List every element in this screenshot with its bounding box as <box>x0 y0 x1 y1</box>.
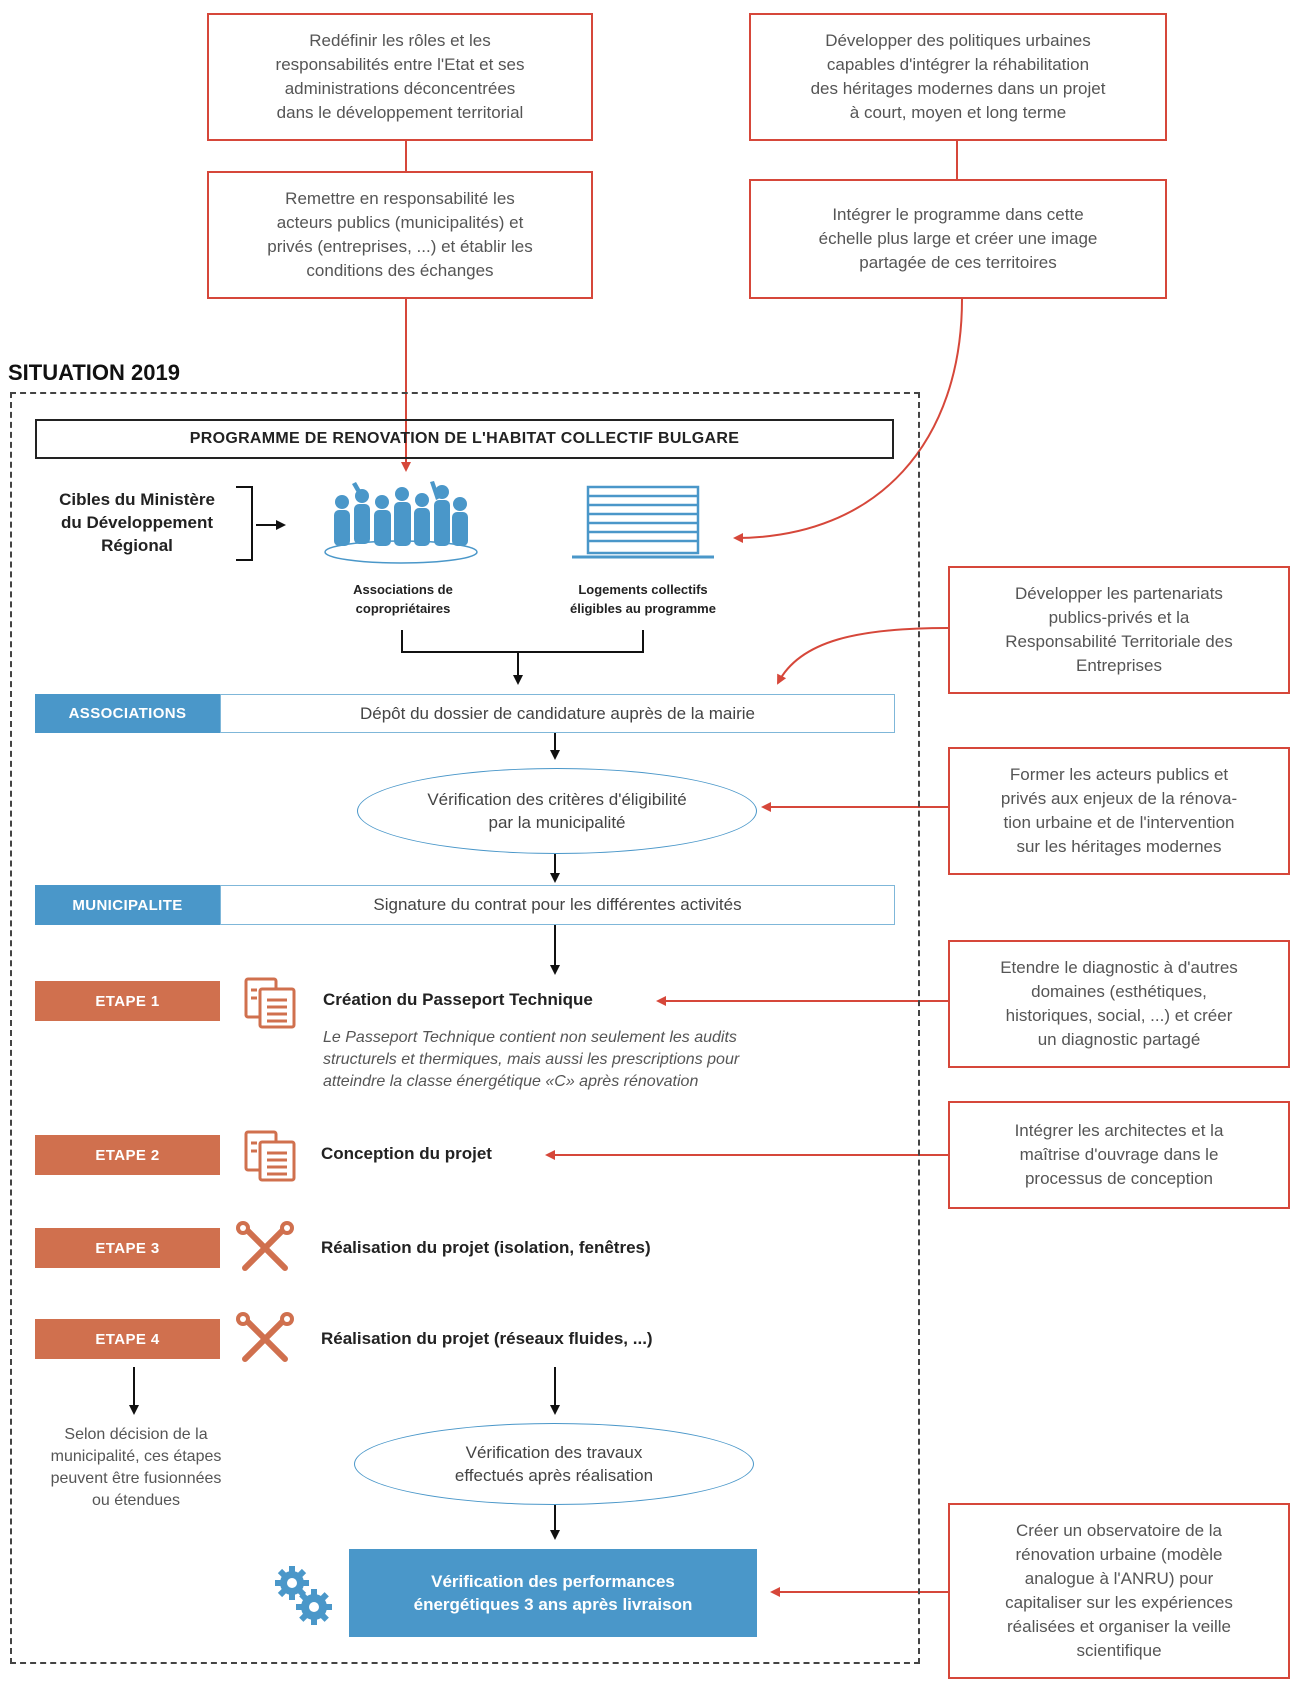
ellipse-verification-travaux: Vérification des travaux effectués après… <box>354 1423 754 1505</box>
tools-icon <box>236 1221 294 1271</box>
etape-3-tag: ETAPE 3 <box>35 1228 220 1268</box>
etape-1-label: Création du Passeport Technique <box>323 990 593 1009</box>
etapes-fusion-note: Selon décision de la municipalité, ces é… <box>50 1426 222 1509</box>
etape-2-tag: ETAPE 2 <box>35 1135 220 1175</box>
box-remettre-responsabilite: Remettre en responsabilité les acteurs p… <box>207 171 593 299</box>
programme-title: PROGRAMME DE RENOVATION DE L'HABITAT COL… <box>35 419 894 459</box>
box-politiques-urbaines-text: Développer des politiques urbaines capab… <box>810 31 1106 122</box>
etape-1-description: Le Passeport Technique contient non seul… <box>323 1029 740 1090</box>
people-group-icon <box>324 481 478 564</box>
target-associations-label: Associations de copropriétaires <box>353 582 453 616</box>
building-icon <box>572 485 714 559</box>
final-verification-box: Vérification des performances énergétiqu… <box>349 1549 757 1637</box>
box-redefinir-roles: Redéfinir les rôles et les responsabilit… <box>207 13 593 141</box>
municipalite-row: MUNICIPALITE Signature du contrat pour l… <box>35 885 895 925</box>
arrow-to-logements <box>733 298 963 543</box>
box-partenariats: Développer les partenariats publics-priv… <box>948 566 1290 694</box>
box-observatoire: Créer un observatoire de la rénovation u… <box>948 1503 1290 1679</box>
associations-row: ASSOCIATIONS Dépôt du dossier de candida… <box>35 694 895 733</box>
gears-icon <box>275 1566 332 1625</box>
box-redefinir-roles-text: Redéfinir les rôles et les responsabilit… <box>275 31 525 122</box>
box-integrer-programme: Intégrer le programme dans cette échelle… <box>749 179 1167 299</box>
box-integrer-programme-text: Intégrer le programme dans cette échelle… <box>818 205 1098 272</box>
etape-3-label: Réalisation du projet (isolation, fenêtr… <box>321 1238 651 1257</box>
situation-frame <box>10 392 920 1664</box>
ellipse-verification-criteres: Vérification des critères d'éligibilité … <box>357 768 757 854</box>
box-remettre-responsabilite-text: Remettre en responsabilité les acteurs p… <box>267 189 533 280</box>
etape-4-tag: ETAPE 4 <box>35 1319 220 1359</box>
target-logements-label: Logements collectifs éligibles au progra… <box>570 582 716 616</box>
etape-1-tag: ETAPE 1 <box>35 981 220 1021</box>
box-former-acteurs-text: Former les acteurs publics et privés aux… <box>1000 765 1238 856</box>
document-icon <box>244 977 296 1029</box>
box-etendre-diagnostic-text: Etendre le diagnostic à d'autres domaine… <box>1000 958 1238 1049</box>
situation-title: SITUATION 2019 <box>8 360 180 385</box>
cibles-label: Cibles du Ministère du Développement Rég… <box>59 490 215 555</box>
tools-icon <box>236 1312 294 1362</box>
etape-2-label: Conception du projet <box>321 1144 492 1163</box>
document-icon <box>244 1130 296 1182</box>
associations-tag: ASSOCIATIONS <box>35 694 220 733</box>
municipalite-bar-text: Signature du contrat pour les différente… <box>220 885 895 925</box>
box-etendre-diagnostic: Etendre le diagnostic à d'autres domaine… <box>948 940 1290 1068</box>
cibles-bracket <box>236 486 253 561</box>
municipalite-tag: MUNICIPALITE <box>35 885 220 925</box>
merge-bracket <box>401 630 644 653</box>
box-integrer-architectes-text: Intégrer les architectes et la maîtrise … <box>1014 1121 1224 1188</box>
etape-4-label: Réalisation du projet (réseaux fluides, … <box>321 1329 653 1348</box>
box-politiques-urbaines: Développer des politiques urbaines capab… <box>749 13 1167 141</box>
box-former-acteurs: Former les acteurs publics et privés aux… <box>948 747 1290 875</box>
box-integrer-architectes: Intégrer les architectes et la maîtrise … <box>948 1101 1290 1209</box>
box-partenariats-text: Développer les partenariats publics-priv… <box>1005 584 1233 675</box>
associations-bar-text: Dépôt du dossier de candidature auprès d… <box>220 694 895 733</box>
box-observatoire-text: Créer un observatoire de la rénovation u… <box>1005 1521 1233 1660</box>
arrow-partenariats <box>777 627 949 685</box>
